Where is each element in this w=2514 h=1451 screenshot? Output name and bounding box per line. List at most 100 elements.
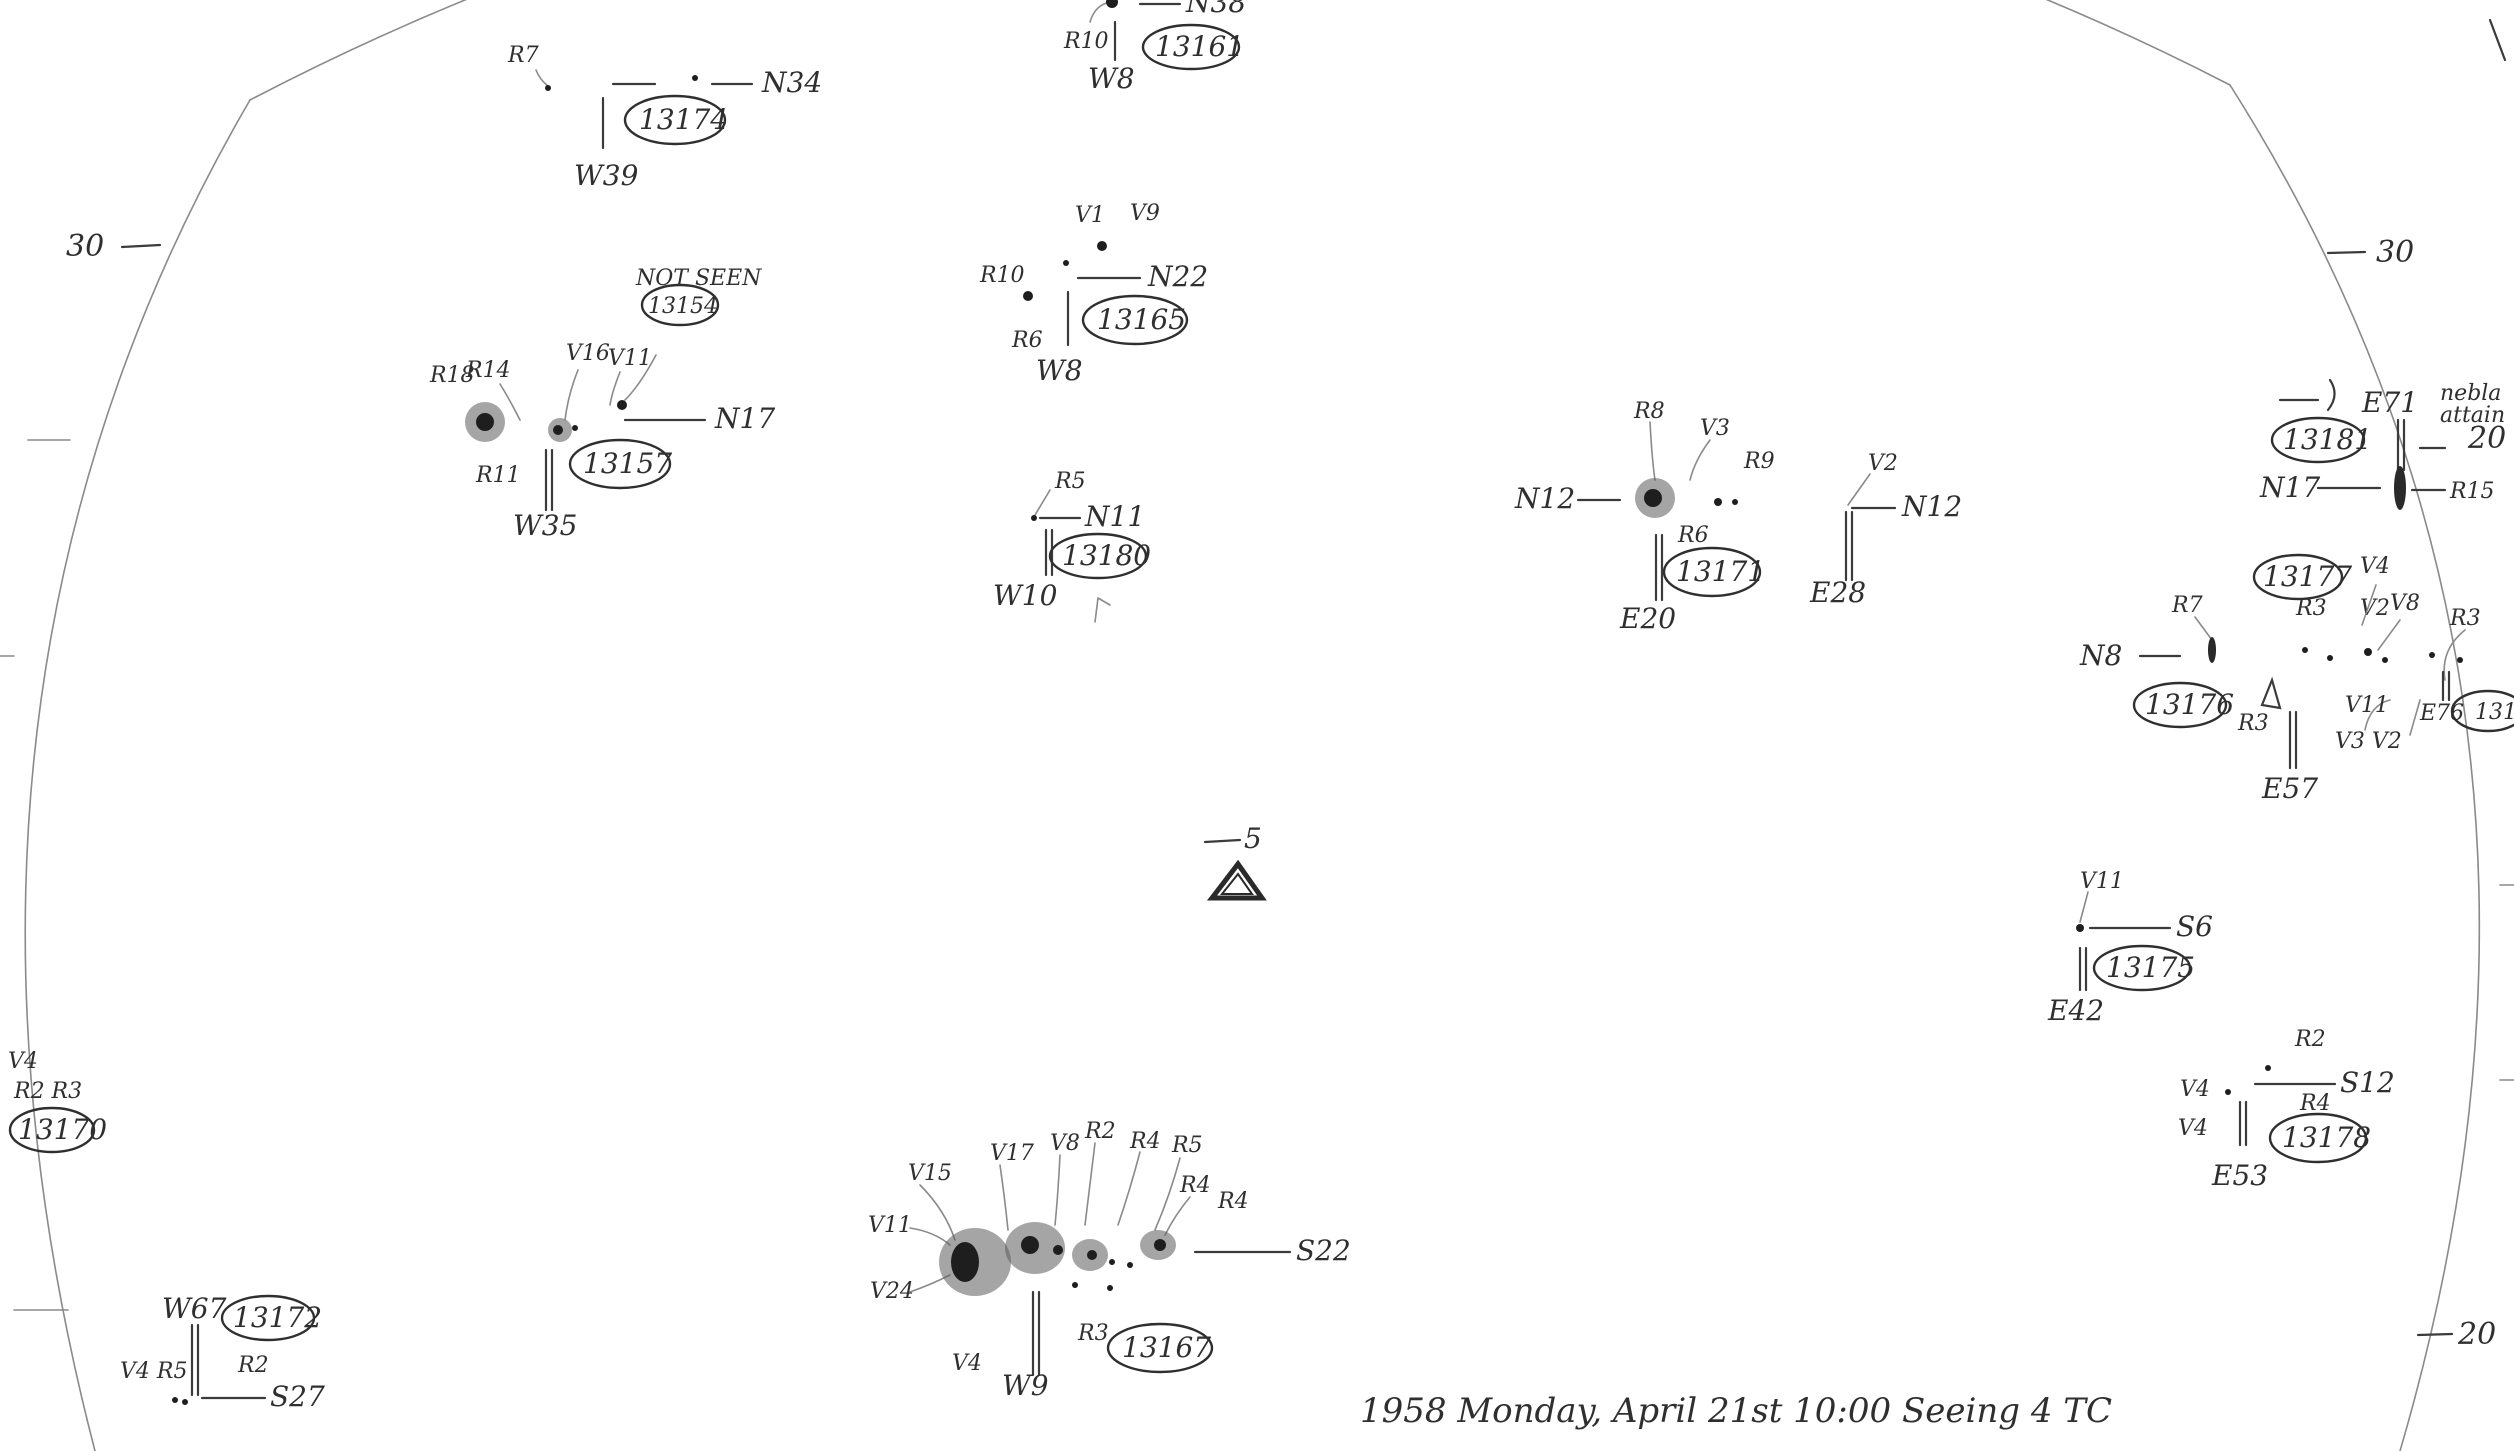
spot-label: R5 xyxy=(1054,469,1086,494)
spot-label: R4 xyxy=(1179,1173,1211,1198)
scale-label: 30 xyxy=(66,229,104,264)
latitude-label: S12 xyxy=(2340,1066,2395,1099)
group-number: 13167 xyxy=(1122,1331,1211,1364)
spot-label: R2 xyxy=(1084,1119,1116,1144)
spot-label: R6 xyxy=(1011,328,1043,353)
longitude-label: E20 xyxy=(1619,602,1676,635)
longitude-label-partial: E76 xyxy=(2419,701,2464,726)
spot-label: V4 xyxy=(952,1351,982,1376)
spot-label: R3 xyxy=(2237,711,2269,736)
center-marker-label: 5 xyxy=(1244,822,1262,855)
spot-label: R2 xyxy=(2294,1027,2326,1052)
edge-note: nebla xyxy=(2440,381,2501,406)
spot-label: V4 R5 xyxy=(120,1359,187,1384)
group-13181: E71 nebla attain 13181 N17 R15 xyxy=(2259,378,2505,510)
group-number: 13176 xyxy=(2145,688,2234,721)
spot-label: V15 xyxy=(908,1161,952,1186)
group-number: 13172 xyxy=(233,1301,322,1334)
latitude-label: N17 xyxy=(2259,471,2320,504)
spot-label: V11 xyxy=(868,1213,912,1238)
longitude-label: E42 xyxy=(2047,994,2104,1027)
spot-label: V8 xyxy=(2390,591,2420,616)
group-13161: N38 R10 13161 W8 xyxy=(1063,0,1246,95)
group-13175: V11 S6 13175 E42 xyxy=(2047,869,2213,1027)
group-number: 13178 xyxy=(2282,1121,2371,1154)
scale-mark-top-left: 30 xyxy=(66,229,162,264)
spot-label: V4 xyxy=(2180,1077,2210,1102)
scale-mark-top-right: 30 xyxy=(2326,235,2414,270)
group-number: 13174 xyxy=(639,103,728,136)
spot-label: R2 R3 xyxy=(13,1079,82,1104)
solar-limb-right xyxy=(2229,84,2481,1451)
group-number: 13171 xyxy=(1676,555,1765,588)
longitude-label: E57 xyxy=(2261,772,2318,805)
spot-label: R7 xyxy=(507,43,539,68)
latitude-label: N12 xyxy=(1514,482,1575,515)
latitude-label: N11 xyxy=(1084,500,1145,533)
spot-label: V24 xyxy=(870,1279,914,1304)
longitude-label: W8 xyxy=(1088,62,1135,95)
spot-label: R3 xyxy=(2295,596,2327,621)
latitude-label: S22 xyxy=(1296,1234,1351,1267)
spot-label: V11 xyxy=(608,346,652,371)
center-marker: 5 xyxy=(1203,822,1267,901)
group-13180: R5 N11 13180 W10 xyxy=(993,469,1151,623)
spot-label: R4 xyxy=(1217,1189,1249,1214)
spot-label: V9 xyxy=(1130,201,1160,226)
spot-label: V3 V2 xyxy=(2335,729,2402,754)
latitude-label: N22 xyxy=(1147,260,1208,293)
spot-label: R8 xyxy=(1633,399,1665,424)
group-13157: R18 R14 V16 V11 R11 N17 13157 W35 xyxy=(429,341,775,542)
solar-limb-left xyxy=(24,99,251,1451)
spot-label: V4 xyxy=(2178,1116,2208,1141)
group-number-partial: 131 xyxy=(2475,700,2514,725)
latitude-label: N12 xyxy=(1901,490,1962,523)
latitude-label: S27 xyxy=(270,1380,325,1413)
spot-label: R10 xyxy=(979,263,1025,288)
longitude-label: E28 xyxy=(1809,576,1866,609)
group-13170: V4 R2 R3 13170 xyxy=(8,1049,107,1154)
longitude-label: W8 xyxy=(1036,354,1083,387)
spot-label: V8 xyxy=(1050,1131,1080,1156)
latitude-label: N8 xyxy=(2079,639,2122,672)
longitude-label: E53 xyxy=(2211,1159,2268,1192)
latitude-label: N38 xyxy=(1185,0,1246,19)
longitude-label: W35 xyxy=(513,509,577,542)
spot-label: R14 xyxy=(465,358,511,383)
spot-label: R3 xyxy=(2449,606,2481,631)
spot-label: R11 xyxy=(475,463,521,488)
spot-label: R4 xyxy=(2299,1091,2331,1116)
observation-caption: 1958 Monday, April 21st 10:00 Seeing 4 T… xyxy=(1360,1391,2112,1431)
latitude-label: N17 xyxy=(714,402,775,435)
longitude-label: W9 xyxy=(1002,1369,1049,1402)
edge-note-2: attain xyxy=(2440,403,2505,428)
group-number: 13165 xyxy=(1097,303,1186,336)
group-13154: NOT SEEN 13154 xyxy=(635,266,762,327)
scale-mark-right-upper: 20 xyxy=(2467,421,2506,456)
group-number: 13161 xyxy=(1155,30,1244,63)
spot-label: V11 xyxy=(2080,869,2124,894)
latitude-label: N34 xyxy=(761,66,822,99)
scale-mark-right-lower: 20 xyxy=(2416,1317,2496,1352)
spot-label: R10 xyxy=(1063,29,1109,54)
spot-label: R5 xyxy=(1171,1133,1203,1158)
latitude-label: S6 xyxy=(2176,910,2213,943)
group-number: 13180 xyxy=(1062,539,1151,572)
spot-label: R9 xyxy=(1743,449,1775,474)
group-13167: V11 V15 V17 V8 R2 R4 R5 R4 R4 V24 V4 R3 xyxy=(868,1119,1351,1402)
spot-label: R7 xyxy=(2171,593,2203,618)
longitude-label: W10 xyxy=(993,579,1057,612)
spot-label: R4 xyxy=(1129,1129,1161,1154)
spot-label: V2 xyxy=(1868,451,1898,476)
spot-label: R2 xyxy=(237,1353,269,1378)
spot-label: V1 xyxy=(1075,203,1105,228)
group-13174: R7 N34 13174 W39 xyxy=(507,43,822,192)
spot-label: V3 xyxy=(1700,416,1730,441)
group-13172: W67 13172 V4 R5 R2 S27 xyxy=(120,1292,325,1413)
group-number: 13154 xyxy=(648,294,718,319)
spot-label: R6 xyxy=(1677,523,1709,548)
group-number: 13181 xyxy=(2283,423,2372,456)
spot-label: R3 xyxy=(1077,1321,1109,1346)
group-number: 13170 xyxy=(18,1113,107,1146)
